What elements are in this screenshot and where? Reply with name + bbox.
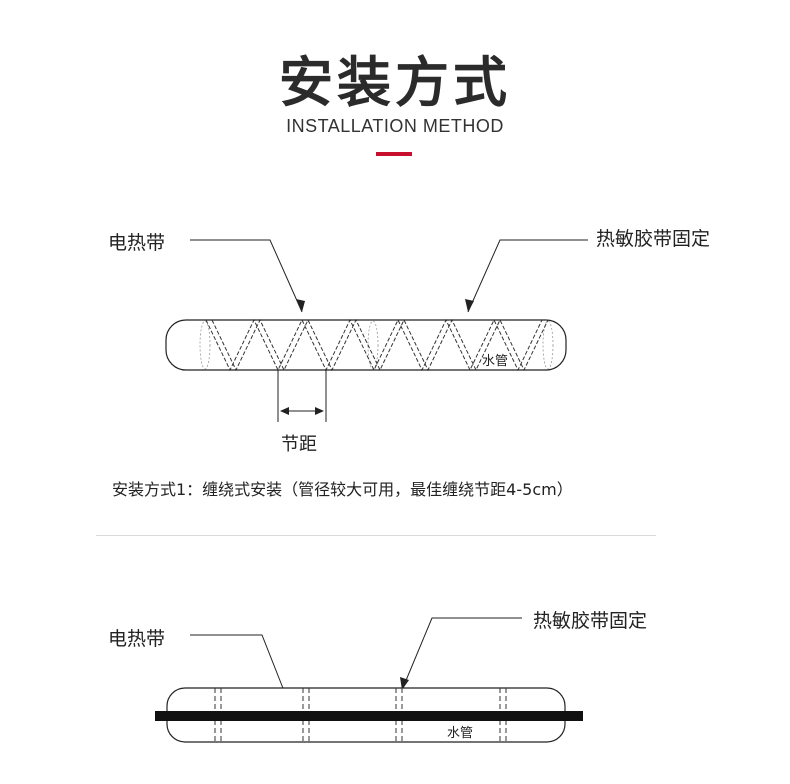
title-accent-bar bbox=[376, 152, 412, 156]
fixing-tape-label-1: 热敏胶带固定 bbox=[596, 228, 711, 250]
heating-tape-label-1: 电热带 bbox=[108, 232, 166, 254]
pitch-label: 节距 bbox=[281, 434, 317, 455]
page-title: 安装方式 bbox=[279, 51, 511, 114]
straight-heating-tape bbox=[155, 711, 583, 721]
section-divider bbox=[96, 535, 656, 536]
water-pipe-1 bbox=[165, 319, 567, 371]
page-subtitle: INSTALLATION METHOD bbox=[286, 116, 504, 136]
pipe-end-ellipse-left bbox=[199, 320, 211, 370]
leader-fixing-tape-2 bbox=[400, 617, 522, 691]
spiral-heating-tape bbox=[205, 318, 549, 372]
spiral-wrap-diagram: 水管 bbox=[165, 239, 588, 422]
pipe-label-2: 水管 bbox=[447, 726, 473, 741]
pipe-label-1: 水管 bbox=[482, 354, 508, 369]
leader-fixing-tape-1 bbox=[465, 239, 588, 313]
method1-caption: 安装方式1：缠绕式安装（管径较大可用，最佳缠绕节距4-5cm） bbox=[112, 480, 573, 499]
pitch-dimension bbox=[277, 370, 327, 422]
leader-heating-tape-1 bbox=[190, 239, 305, 313]
fixing-tape-label-2: 热敏胶带固定 bbox=[533, 610, 648, 632]
heating-tape-label-2: 电热带 bbox=[108, 628, 166, 650]
pipe-end-ellipse-right bbox=[542, 320, 554, 370]
